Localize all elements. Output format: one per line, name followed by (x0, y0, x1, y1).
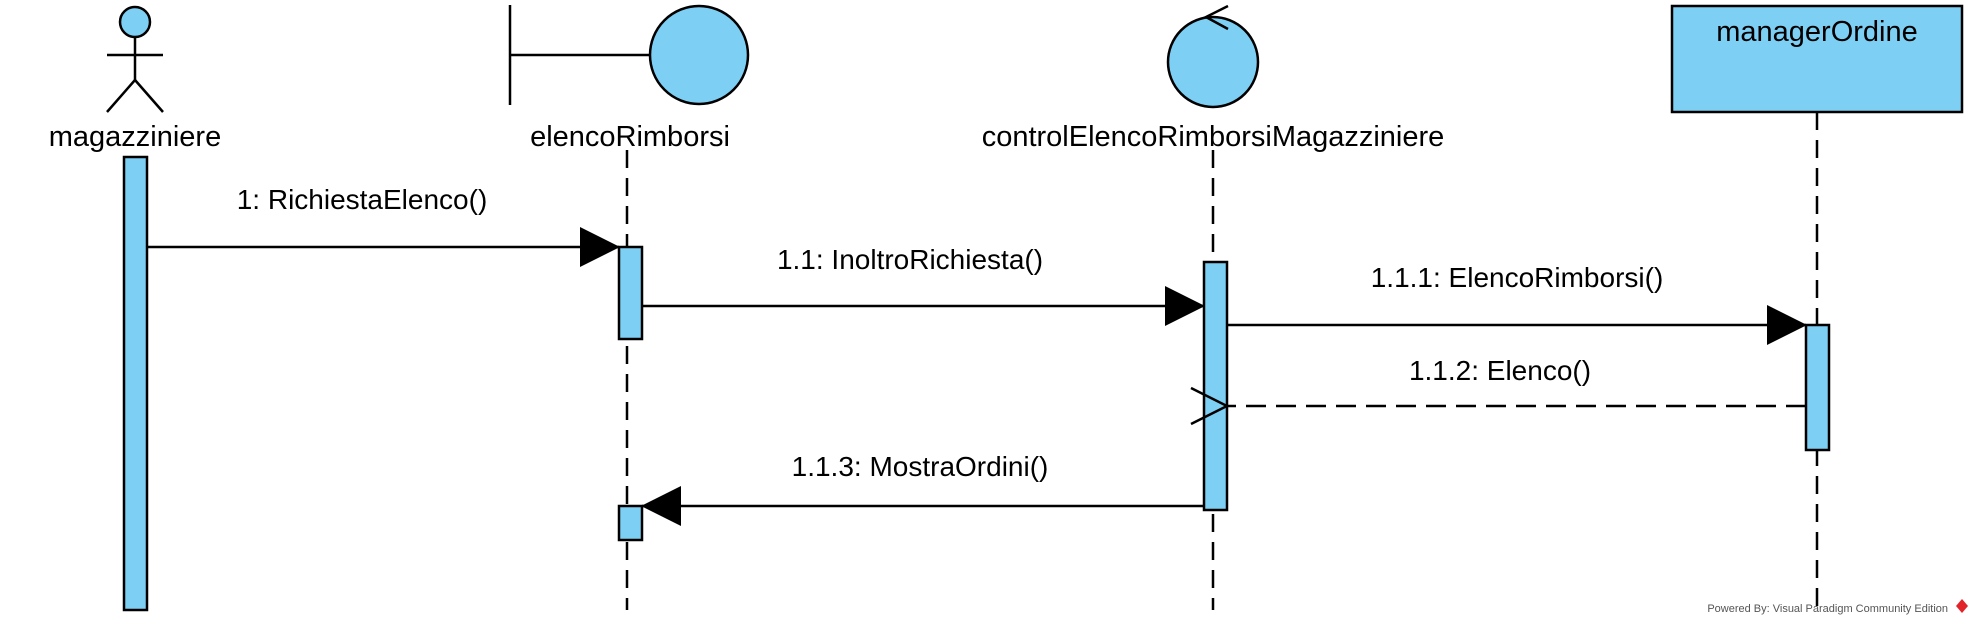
boundary-icon (508, 4, 750, 106)
message-label-1-1-3: 1.1.3: MostraOrdini() (792, 451, 1049, 482)
message-label-1: 1: RichiestaElenco() (237, 184, 488, 215)
actor-icon (106, 5, 164, 113)
lifeline-label-elencoRimborsi: elencoRimborsi (530, 121, 730, 153)
activation-bar-elencoRimborsi-1 (617, 245, 644, 341)
activation-bar-control (1202, 260, 1229, 512)
object-box-managerOrdine (1670, 4, 1964, 114)
message-label-1-1-2: 1.1.2: Elenco() (1409, 355, 1591, 386)
activation-bar-magazziniere (122, 155, 149, 612)
control-icon (1166, 4, 1260, 109)
message-label-1-1-1: 1.1.1: ElencoRimborsi() (1371, 262, 1664, 293)
lifeline-label-magazziniere: magazziniere (49, 121, 221, 153)
activation-bar-managerOrdine (1804, 323, 1831, 452)
activation-bar-elencoRimborsi-2 (617, 504, 644, 542)
footer-text: Powered By: Visual Paradigm Community Ed… (1707, 603, 1948, 615)
lifeline-label-managerOrdine: managerOrdine (1716, 16, 1918, 48)
lifeline-label-control: controlElencoRimborsiMagazziniere (982, 121, 1445, 153)
visual-paradigm-logo-icon (1956, 599, 1968, 613)
message-label-1-1: 1.1: InoltroRichiesta() (777, 244, 1043, 275)
